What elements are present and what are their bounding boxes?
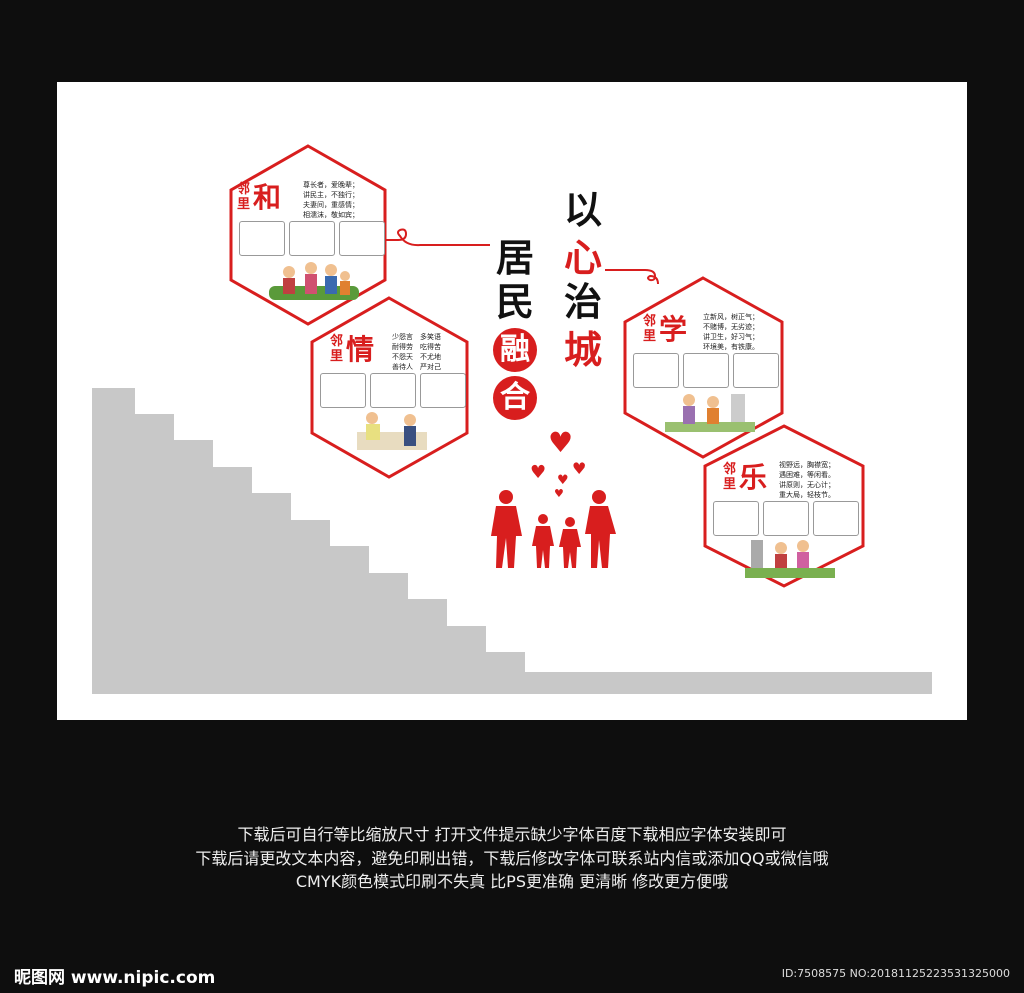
- play-illustration-icon: [745, 540, 835, 578]
- panel-verse: 尊长者，爱晚辈； 讲民主，不独行； 夫妻间，重感情； 相濡沫，敬如宾；: [303, 181, 359, 219]
- hearts-icon: ♥ ♥ ♥ ♥ ♥: [530, 426, 586, 500]
- footer-line-3: CMYK颜色模式印刷不失真 比PS更准确 更清晰 修改更方便哦: [295, 872, 729, 891]
- title-char: 城: [563, 327, 602, 372]
- study-illustration-icon: [665, 394, 755, 432]
- svg-text:♥: ♥: [554, 487, 564, 500]
- title-char: 民: [495, 279, 534, 324]
- panel-xue: 邻里 学 立新风，树正气； 不赌博，无劣迹； 讲卫生，好习气； 环境美，有铁康。: [623, 276, 784, 459]
- connector-line-right: [605, 269, 659, 285]
- photo-frames: [633, 353, 779, 388]
- svg-text:♥: ♥: [572, 459, 586, 478]
- watermark-logo: 昵图网 www.nipic.com: [14, 968, 216, 988]
- photo-frames: [713, 501, 859, 536]
- photo-frames: [239, 221, 385, 256]
- title-char: 心: [563, 235, 602, 280]
- connector-line-left: [386, 228, 490, 247]
- panel-verse: 视野远，胸襟宽； 遇困难，等闲看。 讲原则，无心计； 重大局，轻枝节。: [779, 461, 835, 499]
- panel-le: 邻里 乐 视野远，胸襟宽； 遇困难，等闲看。 讲原则，无心计； 重大局，轻枝节。: [703, 424, 865, 588]
- svg-text:♥: ♥: [557, 473, 569, 488]
- image-id: ID:7508575 NO:20181125223531325000: [781, 967, 1010, 980]
- panel-verse: 少怨言 多笑语 耐得劳 吃得苦 不怨天 不尤地 善待人 严对己: [392, 333, 441, 371]
- family-illustration-icon: [269, 262, 359, 300]
- svg-text:♥: ♥: [548, 426, 573, 459]
- panel-char: 学: [659, 313, 688, 346]
- panel-char: 情: [346, 333, 375, 366]
- panel-qing: 邻里 情 少怨言 多笑语 耐得劳 吃得苦 不怨天 不尤地 善待人 严对己: [310, 296, 469, 479]
- panel-he: 邻里 和 尊长者，爱晚辈； 讲民主，不独行； 夫妻间，重感情； 相濡沫，敬如宾；: [229, 144, 387, 326]
- panel-char: 和: [253, 181, 282, 214]
- panel-label: 邻里: [723, 462, 737, 492]
- title-char-circled: 合: [493, 376, 537, 420]
- family-silhouette-icon: [491, 490, 616, 568]
- svg-text:♥: ♥: [530, 462, 546, 483]
- panel-verse: 立新风，树正气； 不赌博，无劣迹； 讲卫生，好习气； 环境美，有铁康。: [703, 313, 759, 351]
- panel-label: 邻里: [643, 314, 657, 344]
- neighbors-illustration-icon: [357, 412, 427, 450]
- footer-line-2: 下载后请更改文本内容，避免印刷出错，下载后修改字体可联系站内信或添加QQ或微信哦: [195, 849, 829, 868]
- title-char-circled: 融: [493, 328, 537, 372]
- footer-line-1: 下载后可自行等比缩放尺寸 打开文件提示缺少字体百度下载相应字体安装即可: [237, 825, 787, 844]
- panel-char: 乐: [739, 461, 768, 494]
- title-char: 居: [495, 235, 534, 280]
- photo-frames: [320, 373, 466, 408]
- panel-label: 邻里: [237, 182, 251, 212]
- title-char: 以: [563, 187, 602, 232]
- panel-label: 邻里: [330, 334, 344, 364]
- title-char: 治: [563, 279, 602, 324]
